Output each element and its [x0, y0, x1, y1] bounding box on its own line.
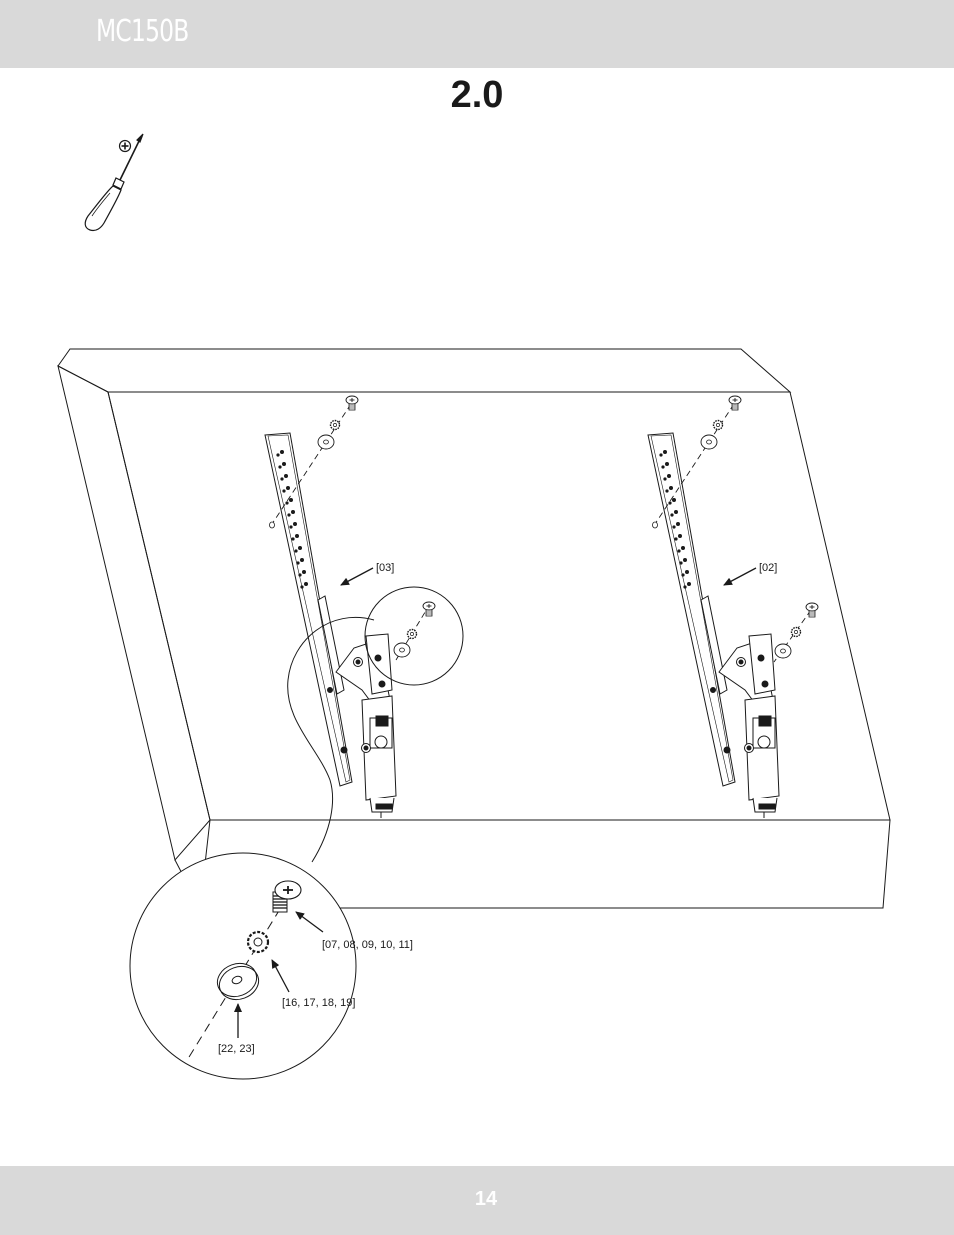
flat-washer-callout: [22, 23]	[218, 1043, 255, 1055]
tv-panel	[57, 348, 891, 909]
header-band	[0, 0, 954, 68]
screw-arrow	[295, 911, 324, 933]
lock-washer-callout: [16, 17, 18, 19]	[282, 997, 355, 1009]
detail-circle-small	[364, 586, 464, 686]
screw-part	[272, 880, 302, 913]
right-bracket-arrow	[723, 567, 757, 586]
left-upper-hardware	[269, 395, 359, 529]
page-number: 14	[474, 1188, 498, 1210]
lock-washer-arrow	[271, 959, 290, 993]
model-title: MC150B	[96, 14, 189, 49]
left-bracket	[264, 432, 397, 818]
detail-circle-large	[129, 852, 357, 1080]
lock-washer-part	[246, 930, 270, 954]
screw-callout: [07, 08, 09, 10, 11]	[322, 939, 413, 951]
flat-washer-part	[216, 962, 260, 1001]
right-lower-hardware	[773, 602, 819, 663]
detail-leader-curve	[287, 617, 375, 863]
phillips-screwdriver-icon	[84, 133, 144, 232]
right-upper-hardware	[652, 395, 742, 529]
footer-band	[0, 1166, 954, 1235]
left-bracket-arrow	[340, 567, 374, 586]
step-number: 2.0	[450, 74, 504, 116]
right-bracket-callout: [02]	[759, 562, 777, 574]
left-bracket-callout: [03]	[376, 562, 394, 574]
right-bracket	[647, 432, 780, 818]
